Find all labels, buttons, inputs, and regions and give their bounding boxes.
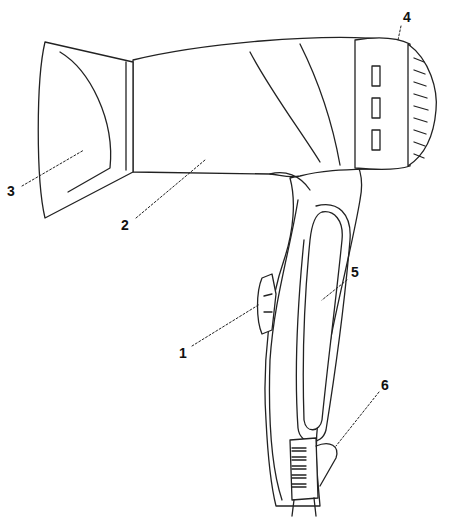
handle-panel-rim — [296, 205, 350, 442]
grille-slot — [414, 118, 427, 122]
callout-number: 1 — [178, 346, 188, 360]
grille-slot — [414, 70, 425, 74]
cord — [292, 498, 316, 516]
switch-detail — [264, 294, 272, 312]
switch — [258, 274, 277, 334]
callout-number: 4 — [402, 10, 412, 24]
rear-housing — [355, 38, 410, 169]
grille-slot — [414, 106, 428, 110]
cord-rib — [292, 465, 306, 466]
nozzle — [38, 42, 133, 218]
cord-rib — [292, 459, 306, 460]
body-curve-2 — [300, 44, 340, 165]
callout-number: 2 — [120, 218, 130, 232]
grille-slots — [414, 58, 428, 158]
grille-slot — [414, 94, 427, 98]
cord-rib — [292, 474, 306, 475]
cord-rib — [292, 450, 306, 451]
cord-rib — [292, 468, 306, 469]
handle-panel — [303, 212, 342, 430]
body-curve — [250, 52, 320, 162]
callout-number: 3 — [6, 184, 16, 198]
cord-rib — [292, 447, 306, 448]
grille-slot — [414, 130, 426, 134]
handle — [265, 160, 362, 506]
body-seam — [270, 173, 310, 190]
cord-guard-ribs — [292, 448, 306, 487]
intake-grille — [408, 44, 436, 166]
grille-slot — [414, 58, 424, 62]
cord-rib — [292, 456, 306, 457]
grille-slot — [414, 154, 424, 158]
grille-slot — [414, 142, 425, 146]
callout-number: 6 — [380, 378, 390, 392]
callout-number: 5 — [350, 265, 360, 279]
cord-rib — [292, 483, 306, 484]
cord-rib — [292, 477, 306, 478]
cord-rib — [292, 486, 306, 487]
nozzle-curve — [60, 52, 111, 192]
rear-slots — [372, 66, 380, 150]
leader-lines — [22, 26, 401, 446]
nozzle-joint — [125, 62, 126, 170]
hang-loop — [316, 444, 337, 486]
cord-guard — [290, 438, 318, 500]
grille-slot — [414, 82, 426, 86]
